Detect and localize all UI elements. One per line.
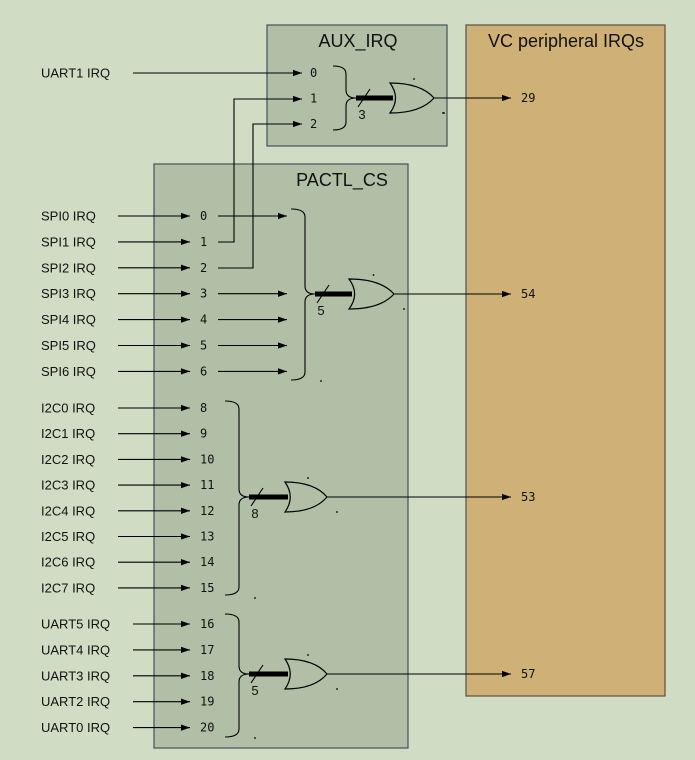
aux-source-label: UART1 IRQ — [41, 66, 110, 81]
i2c-source-label: I2C3 IRQ — [41, 478, 95, 493]
uart-pin-number: 16 — [200, 617, 214, 631]
pactl-cs-title: PACTL_CS — [296, 170, 388, 191]
uart-gate-mark — [336, 688, 338, 690]
spi-pin-number: 0 — [200, 209, 207, 223]
aux-pin-number: 1 — [310, 92, 317, 106]
spi-pin-number: 5 — [200, 339, 207, 353]
spi-pin-number: 1 — [200, 235, 207, 249]
aux-bus-slash — [357, 88, 371, 108]
i2c-gate-mark — [336, 511, 338, 513]
uart-pin-number: 20 — [200, 721, 214, 735]
spi2-to-aux2-wire — [218, 120, 302, 269]
uart-pin-number: 17 — [200, 643, 214, 657]
uart-pin-number: 19 — [200, 695, 214, 709]
aux-or-gate — [388, 82, 435, 114]
uart-vc-irq-number: 57 — [521, 667, 535, 681]
uart-source-label: UART0 IRQ — [41, 720, 110, 735]
uart-bus-width: 5 — [251, 683, 258, 698]
vc-peripheral-block — [465, 24, 666, 697]
i2c-pin-number: 12 — [200, 504, 214, 518]
uart-source-label: UART4 IRQ — [41, 642, 110, 657]
spi-source-label: SPI0 IRQ — [41, 209, 96, 224]
i2c-source-label: I2C7 IRQ — [41, 580, 95, 595]
spi-gate-mark — [372, 274, 375, 276]
i2c-source-label: I2C0 IRQ — [41, 401, 95, 416]
i2c-vc-irq-number: 53 — [521, 490, 535, 504]
i2c-pin-number: 8 — [200, 401, 207, 415]
aux-gate-mark — [413, 78, 415, 80]
uart-gate-mark — [307, 654, 309, 656]
i2c-source-label: I2C4 IRQ — [41, 503, 95, 518]
uart-source-label: UART3 IRQ — [41, 668, 110, 683]
i2c-pin-number: 9 — [200, 427, 207, 441]
spi-source-label: SPI3 IRQ — [41, 286, 96, 301]
uart-bus-slash — [250, 664, 264, 684]
spi-source-label: SPI5 IRQ — [41, 338, 96, 353]
spi-gate-mark — [403, 308, 405, 310]
i2c-pin-number: 13 — [200, 530, 214, 544]
uart-source-label: UART5 IRQ — [41, 617, 110, 632]
spi-source-label: SPI1 IRQ — [41, 234, 96, 249]
uart-source-label: UART2 IRQ — [41, 694, 110, 709]
aux-irq-title: AUX_IRQ — [318, 31, 397, 52]
uart-pin-number: 18 — [200, 669, 214, 683]
uart-or-gate — [283, 658, 328, 690]
i2c-pin-number: 15 — [200, 581, 214, 595]
spi-corner-mark — [320, 380, 322, 382]
spi-vc-irq-number: 54 — [521, 287, 535, 301]
vc-peripheral-title: VC peripheral IRQs — [488, 31, 644, 51]
i2c-source-label: I2C2 IRQ — [41, 452, 95, 467]
aux-bus-width: 3 — [358, 107, 365, 122]
spi-source-label: SPI4 IRQ — [41, 312, 96, 327]
i2c-corner-mark — [254, 597, 256, 599]
aux-corner-mark — [442, 112, 444, 114]
i2c-bus-width: 8 — [251, 506, 258, 521]
spi-pin-number: 6 — [200, 364, 207, 378]
spi1-to-aux1-wire — [218, 95, 302, 243]
spi-source-label: SPI6 IRQ — [41, 364, 96, 379]
pactl-cs-block — [153, 163, 409, 749]
aux-group: UART1 IRQ 0 1 2 3 29 — [41, 65, 535, 131]
i2c-source-label: I2C6 IRQ — [41, 555, 95, 570]
spi-pin-number: 3 — [200, 287, 207, 301]
spi-pin-number: 2 — [200, 261, 207, 275]
i2c-pin-number: 14 — [200, 555, 214, 569]
spi-to-aux-routing — [218, 95, 302, 269]
aux-pin-number: 2 — [310, 117, 317, 131]
aux-pin-number: 0 — [310, 66, 317, 80]
i2c-source-label: I2C5 IRQ — [41, 529, 95, 544]
uart-corner-mark — [254, 737, 256, 739]
i2c-pin-number: 10 — [200, 452, 214, 466]
spi-pin-number: 4 — [200, 313, 207, 327]
i2c-gate-mark — [307, 477, 309, 479]
i2c-pin-number: 11 — [200, 478, 214, 492]
spi-bus-width: 5 — [317, 303, 324, 318]
spi-bus-slash — [316, 284, 330, 304]
i2c-or-gate — [283, 481, 328, 513]
i2c-source-label: I2C1 IRQ — [41, 426, 95, 441]
i2c-bus-slash — [250, 487, 264, 507]
spi-source-label: SPI2 IRQ — [41, 260, 96, 275]
spi-or-gate — [347, 278, 395, 310]
aux-vc-irq-number: 29 — [521, 91, 535, 105]
